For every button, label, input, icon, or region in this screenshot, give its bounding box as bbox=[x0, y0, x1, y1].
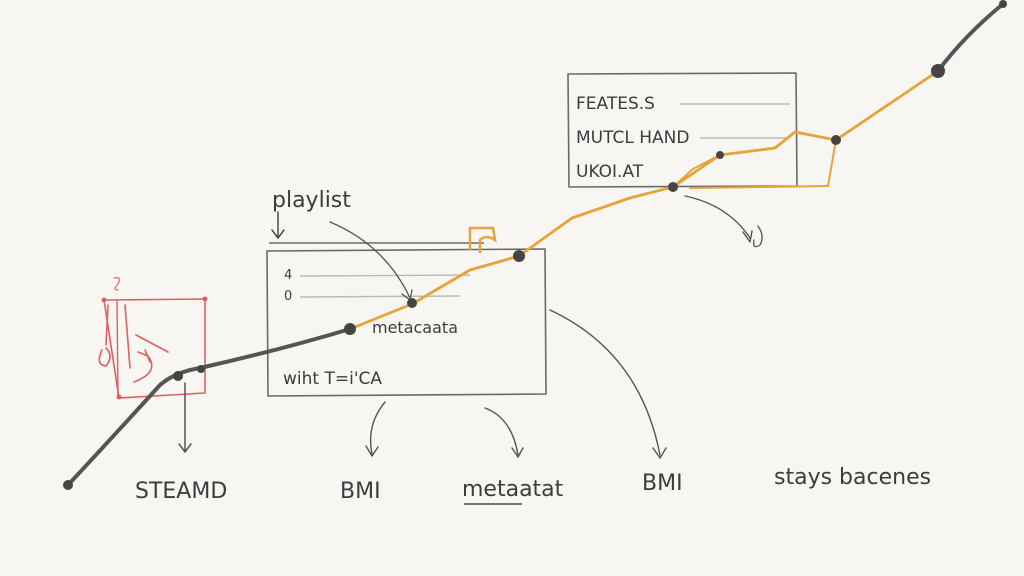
orange-path bbox=[348, 69, 940, 331]
node-stream bbox=[173, 371, 183, 381]
with-line-label: wiht T=i'CA bbox=[283, 369, 382, 389]
features-line-3: UKOI.AT bbox=[576, 162, 644, 182]
music-note-icon bbox=[468, 226, 497, 254]
node-features bbox=[668, 182, 678, 192]
node-end bbox=[999, 0, 1007, 8]
label-stream: STEAMD bbox=[135, 479, 227, 504]
red-sketch-box bbox=[103, 298, 206, 399]
node-mid bbox=[513, 250, 525, 262]
node-metadata bbox=[344, 323, 356, 335]
playlist-box: 4 0 metacaata wiht T=i'CA bbox=[266, 242, 547, 397]
playlist-box-border bbox=[266, 248, 547, 397]
bmi-arrow-2 bbox=[549, 309, 667, 459]
music-note-sketch-icon bbox=[98, 277, 208, 400]
label-stays: stays bacenes bbox=[774, 465, 931, 490]
label-metadata: metaatat bbox=[462, 477, 564, 502]
label-bmi-1: BMI bbox=[340, 479, 381, 504]
playlist-row-marker-1: 4 bbox=[284, 268, 292, 283]
red-corner-dot-2 bbox=[202, 296, 208, 302]
red-corner-dot-1 bbox=[101, 297, 107, 303]
node-features-3 bbox=[831, 135, 841, 145]
playlist-down-arrow bbox=[271, 211, 285, 239]
metadata-inline-label: metacaata bbox=[372, 318, 458, 337]
playlist-curve-arrow bbox=[329, 221, 413, 301]
path-nodes bbox=[63, 0, 1007, 490]
label-bmi-2: BMI bbox=[642, 471, 683, 496]
stream-arrow bbox=[178, 382, 192, 453]
metadata-arrow bbox=[484, 407, 524, 458]
node-playlist bbox=[407, 298, 417, 308]
features-line-2: MUTCL HAND bbox=[576, 128, 689, 148]
features-arrow bbox=[684, 195, 753, 243]
playlist-label: playlist bbox=[272, 188, 351, 213]
features-box: FEATES.S MUTCL HAND UKOI.AT bbox=[567, 72, 798, 188]
dark-path-lower bbox=[66, 327, 352, 487]
tiny-note-icon bbox=[752, 225, 763, 248]
playlist-row-line-1 bbox=[299, 274, 471, 277]
red-sketch-vertical bbox=[116, 299, 119, 399]
playlist-row-line-2 bbox=[299, 295, 461, 298]
features-line-1: FEATES.S bbox=[576, 94, 655, 114]
orange-note-stroke bbox=[468, 226, 497, 254]
dark-path-upper bbox=[936, 2, 1005, 73]
orange-branch bbox=[672, 139, 837, 189]
red-sketch-notes bbox=[98, 304, 169, 383]
red-corner-dot-3 bbox=[116, 394, 122, 400]
red-small-note bbox=[113, 277, 120, 291]
bmi-arrow-1 bbox=[365, 401, 386, 457]
node-features-2 bbox=[716, 151, 724, 159]
playlist-row-marker-2: 0 bbox=[284, 289, 292, 304]
node-start bbox=[63, 480, 73, 490]
node-upper bbox=[931, 64, 945, 78]
node-red-exit bbox=[197, 365, 205, 373]
